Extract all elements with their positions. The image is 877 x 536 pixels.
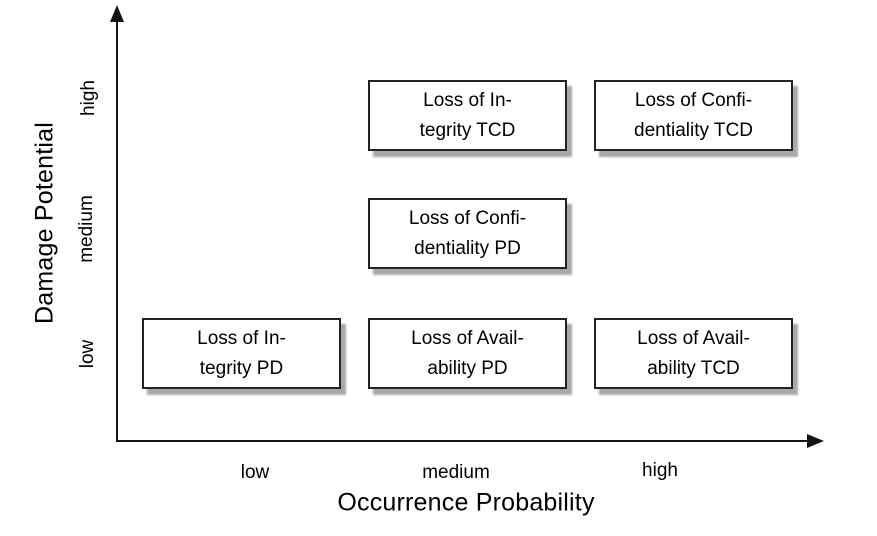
risk-box-label-line: Loss of In- <box>423 90 512 112</box>
risk-box-loss-of-confidentiality-pd: Loss of Confi- dentiality PD <box>368 198 567 269</box>
risk-box-label-line: Loss of In- <box>197 328 286 350</box>
risk-box-loss-of-integrity-pd: Loss of In- tegrity PD <box>142 318 341 389</box>
x-axis-arrowhead-icon <box>807 434 824 448</box>
y-tick-low: low <box>77 339 98 369</box>
y-axis-line <box>116 14 118 442</box>
risk-box-label-line: Loss of Confi- <box>634 90 753 112</box>
y-tick-high: high <box>78 80 99 116</box>
risk-box-loss-of-availability-pd: Loss of Avail- ability PD <box>368 318 567 389</box>
y-axis-arrowhead-icon <box>110 5 124 22</box>
risk-box-label-line: ability PD <box>427 357 508 379</box>
x-tick-medium: medium <box>422 462 490 483</box>
risk-box-label-line: tegrity PD <box>199 357 284 379</box>
y-tick-medium: medium <box>76 195 97 263</box>
x-axis-title: Occurrence Probability <box>337 488 595 517</box>
risk-box-loss-of-confidentiality-tcd: Loss of Confi- dentiality TCD <box>594 80 793 151</box>
risk-box-label-line: Loss of Confi- <box>408 208 527 230</box>
risk-box-label-line: dentiality TCD <box>634 119 753 141</box>
risk-box-label-line: tegrity TCD <box>419 119 516 141</box>
risk-box-label-line: Loss of Avail- <box>411 328 524 350</box>
x-tick-high: high <box>642 460 678 481</box>
risk-box-label-line: Loss of Avail- <box>637 328 750 350</box>
risk-box-label-line: ability TCD <box>647 357 740 379</box>
y-axis-title: Damage Potential <box>30 122 59 324</box>
x-tick-low: low <box>240 462 270 483</box>
risk-box-label-line: dentiality PD <box>414 237 521 259</box>
x-axis-line <box>116 440 810 442</box>
risk-box-loss-of-availability-tcd: Loss of Avail- ability TCD <box>594 318 793 389</box>
risk-box-loss-of-integrity-tcd: Loss of In- tegrity TCD <box>368 80 567 151</box>
